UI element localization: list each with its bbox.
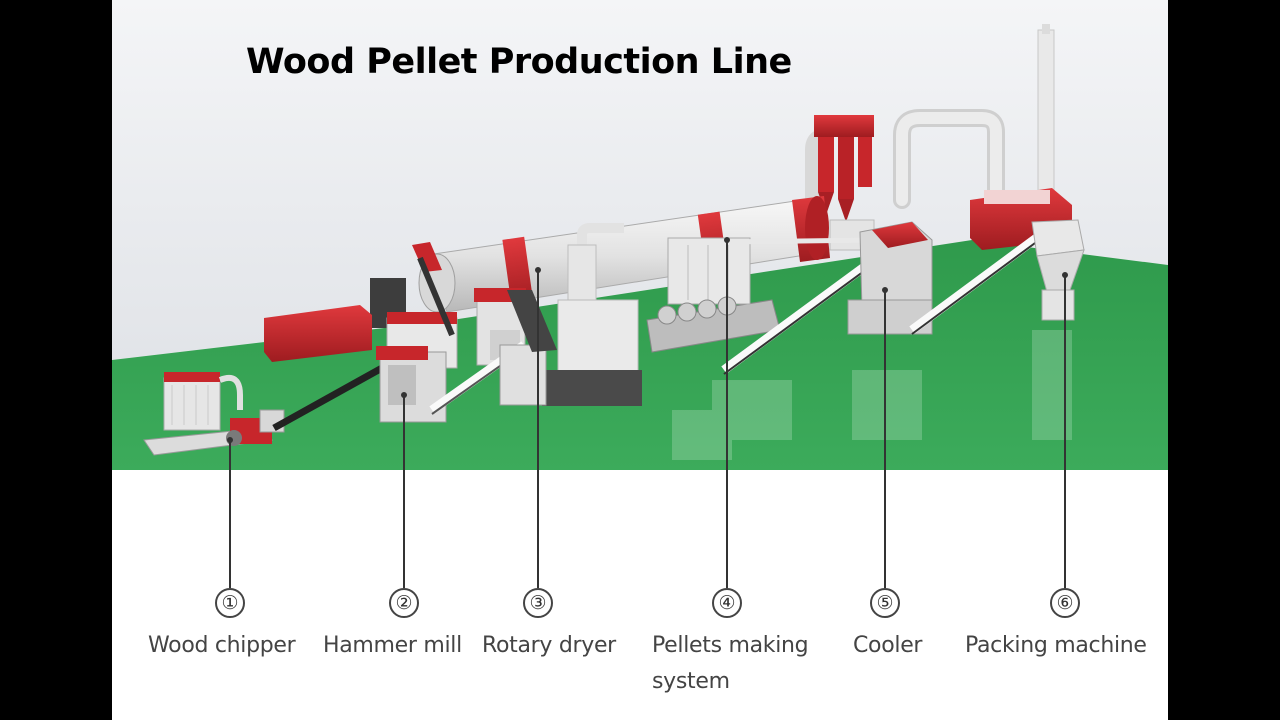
rotary-dryer-drum xyxy=(418,196,830,313)
diagram-stage: Wood Pellet Production Line ① Wood chipp… xyxy=(112,0,1168,720)
station-label-line: Pellets making xyxy=(652,633,809,658)
packing-machine xyxy=(1031,219,1085,321)
station-label: Packing machine xyxy=(965,633,1147,658)
station-label: Wood chipper xyxy=(148,633,296,658)
wood-chipper-machine xyxy=(143,354,402,456)
station-number: ③ xyxy=(523,588,553,618)
leader-lines xyxy=(229,240,1066,588)
chimney xyxy=(1037,24,1055,201)
station-number: ⑤ xyxy=(870,588,900,618)
dryer-cyclone xyxy=(542,223,642,406)
station-label: Pellets making system xyxy=(652,628,809,700)
cyclone-cluster xyxy=(814,115,875,251)
station-number: ① xyxy=(215,588,245,618)
station-label: Cooler xyxy=(853,633,923,658)
page-title: Wood Pellet Production Line xyxy=(246,42,792,82)
station-label: Rotary dryer xyxy=(482,633,616,658)
production-line-illustration xyxy=(112,0,1168,720)
station-number: ④ xyxy=(712,588,742,618)
label-area xyxy=(112,470,1168,720)
station-label-line: system xyxy=(652,669,730,694)
station-number: ⑥ xyxy=(1050,588,1080,618)
cooler-machine xyxy=(847,221,1057,335)
station-label: Hammer mill xyxy=(323,633,462,658)
station-number: ② xyxy=(389,588,419,618)
leader-dots xyxy=(227,237,1068,443)
